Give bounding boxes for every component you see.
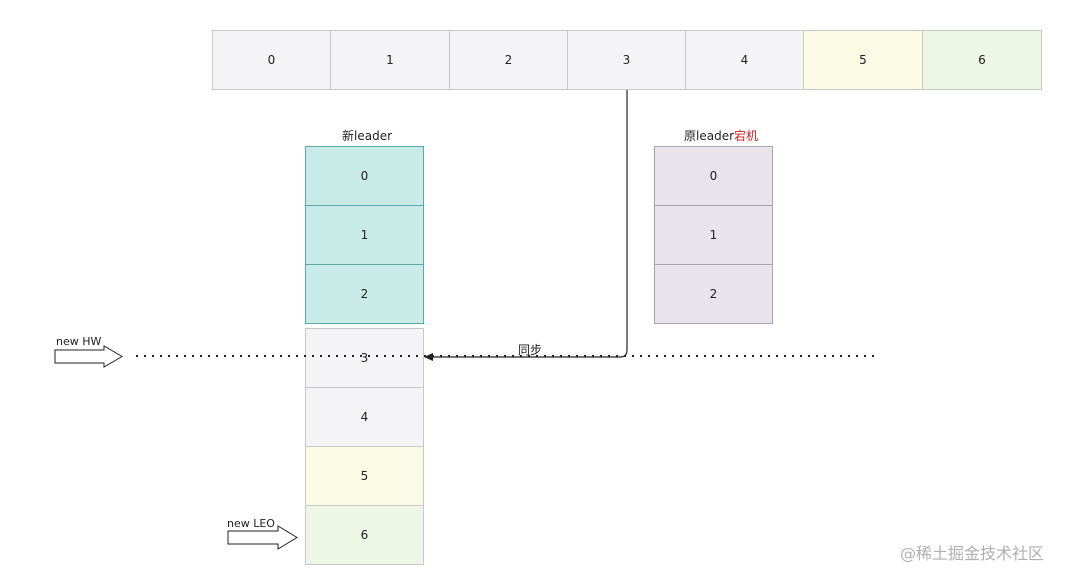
cell-label: 6: [360, 528, 369, 542]
hw-arrow-icon: [54, 345, 123, 368]
old-leader-cell-0: 0: [654, 146, 773, 206]
new-leader-title: 新leader: [342, 129, 393, 143]
top-cell-6: 6: [923, 30, 1042, 90]
top-cell-2: 2: [450, 30, 568, 90]
new-leader-cell-0: 0: [305, 146, 424, 206]
top-cell-label: 3: [622, 53, 631, 67]
top-cell-label: 2: [504, 53, 513, 67]
new-leo-label: new LEO: [227, 517, 275, 530]
old-leader-title: 原leader宕机: [684, 127, 758, 144]
leo-arrow-icon: [227, 525, 298, 550]
old-leader-cell-2: 2: [654, 264, 773, 324]
cell-label: 4: [360, 410, 369, 424]
old-leader-title-prefix: 原leader: [684, 129, 735, 143]
top-cell-label: 1: [386, 53, 394, 67]
top-cell-0: 0: [212, 30, 331, 90]
top-cell-3: 3: [568, 30, 686, 90]
top-cell-label: 4: [740, 53, 749, 67]
sync-connector: [432, 90, 628, 358]
cell-label: 0: [709, 169, 718, 183]
old-leader-crash-label: 宕机: [734, 129, 759, 143]
top-cell-1: 1: [331, 30, 450, 90]
cell-label: 5: [360, 469, 369, 483]
cell-label: 1: [360, 228, 369, 242]
sync-arrowhead: [424, 353, 433, 361]
top-cell-label: 6: [978, 53, 986, 67]
top-cell-label: 5: [859, 53, 867, 67]
top-cell-4: 4: [686, 30, 804, 90]
cell-label: 0: [360, 169, 369, 183]
cell-label: 2: [360, 287, 369, 301]
new-hw-label: new HW: [56, 335, 102, 348]
watermark: @稀土掘金技术社区: [900, 544, 1045, 563]
top-cell-5: 5: [804, 30, 923, 90]
cell-label: 2: [709, 287, 718, 301]
new-leader-cell-2: 2: [305, 264, 424, 324]
cell-label: 1: [709, 228, 718, 242]
new-leader-cell-5: 5: [305, 446, 424, 506]
top-cell-label: 0: [267, 53, 276, 67]
new-leader-cell-4: 4: [305, 387, 424, 447]
sync-label: 同步: [518, 343, 543, 357]
new-leader-cell-6: 6: [305, 505, 424, 565]
cell-label: 3: [360, 351, 369, 365]
new-leader-cell-3: 3: [305, 328, 424, 388]
